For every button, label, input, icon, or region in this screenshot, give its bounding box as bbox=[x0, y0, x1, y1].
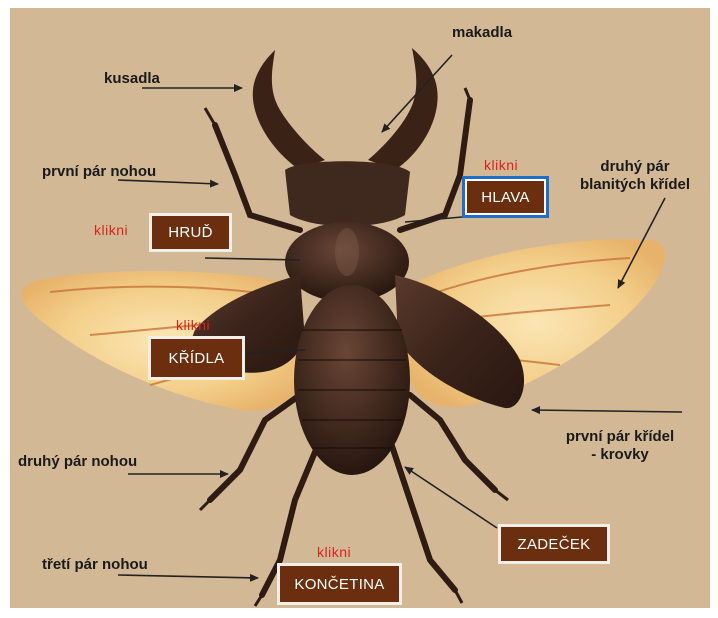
label-treti-par-nohou: třetí pár nohou bbox=[42, 556, 148, 574]
label-prvni-par-kridel-line1: první pár křídel bbox=[540, 428, 700, 446]
hrud-button[interactable]: HRUĎ bbox=[149, 213, 232, 252]
zadecek-button[interactable]: ZADEČEK bbox=[498, 524, 610, 564]
arrow-treti-par-nohou bbox=[118, 575, 258, 578]
koncetina-button[interactable]: KONČETINA bbox=[277, 563, 402, 605]
label-druhy-par-kridel-line1: druhý pár bbox=[560, 158, 710, 176]
hint-hrud: klikni bbox=[94, 222, 128, 238]
kridla-button[interactable]: KŘÍDLA bbox=[148, 336, 245, 380]
beetle-head bbox=[285, 161, 410, 226]
label-makadla: makadla bbox=[452, 24, 512, 42]
label-druhy-par-nohou: druhý pár nohou bbox=[18, 453, 137, 471]
beetle-abdomen bbox=[294, 285, 410, 475]
hint-koncetina: klikni bbox=[317, 544, 351, 560]
label-druhy-par-kridel-line2: blanitých křídel bbox=[560, 176, 710, 194]
label-prvni-par-nohou: první pár nohou bbox=[42, 163, 156, 181]
hint-hlava: klikni bbox=[484, 157, 518, 173]
hint-kridla: klikni bbox=[176, 317, 210, 333]
label-kusadla: kusadla bbox=[104, 70, 160, 88]
label-druhy-par-kridel: druhý pár blanitých křídel bbox=[560, 158, 710, 194]
left-mandible bbox=[253, 50, 325, 170]
label-prvni-par-kridel: první pár křídel - krovky bbox=[540, 428, 700, 464]
arrow-prvni-par-kridel bbox=[532, 410, 682, 412]
hlava-button[interactable]: HLAVA bbox=[462, 176, 549, 218]
label-prvni-par-kridel-line2: - krovky bbox=[540, 446, 700, 464]
